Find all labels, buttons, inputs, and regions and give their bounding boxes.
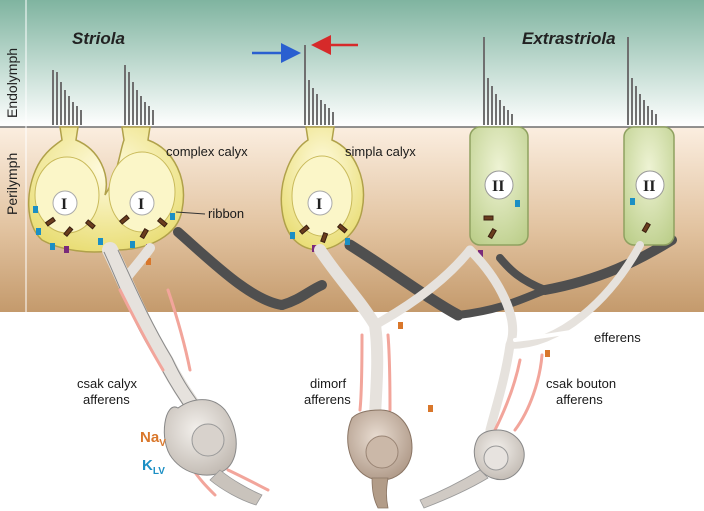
soma-bouton-only: [419, 429, 525, 509]
dimorph-label-1: dimorf: [310, 376, 347, 391]
type-one-label-2: I: [138, 196, 144, 213]
bouton-only-label-1: csak bouton: [546, 376, 616, 391]
ribbon-synapses: [44, 214, 651, 244]
ribbon-label: ribbon: [208, 206, 244, 221]
type-one-label-3: I: [316, 196, 322, 213]
afferent-fibers: [102, 241, 644, 435]
endolymph-label: Endolymph: [4, 48, 20, 118]
calyx-only-label-2: afferens: [83, 392, 130, 407]
k-channel-label: KLV: [142, 457, 165, 477]
hair-bundle-5: [627, 37, 657, 125]
calyx-only-label-1: csak calyx: [77, 376, 137, 391]
type-two-label-1: II: [492, 178, 504, 195]
ribbon-pointer: [175, 211, 206, 215]
perilymph-label: Perilymph: [4, 153, 20, 215]
na-channel-label: NaV: [140, 429, 166, 449]
hair-bundle-4: [483, 37, 513, 125]
hair-bundle-2: [124, 65, 154, 125]
soma-dimorph: [347, 409, 413, 509]
efferens-label: efferens: [594, 330, 641, 345]
simple-calyx: [280, 126, 365, 251]
type-two-cell-2: [623, 126, 675, 246]
type-two-label-2: II: [643, 178, 655, 195]
soma-calyx-only: [163, 399, 263, 506]
bouton-only-label-2: afferens: [556, 392, 603, 407]
extrastriola-title: Extrastriola: [522, 29, 616, 48]
type-one-label-1: I: [61, 196, 67, 213]
hair-bundle-1: [52, 70, 82, 125]
dimorph-label-2: afferens: [304, 392, 351, 407]
endolymph-region: [0, 0, 704, 127]
complex-calyx: [28, 126, 185, 253]
simpla-calyx-label: simpla calyx: [345, 144, 416, 159]
hair-bundle-3: [304, 45, 334, 125]
complex-calyx-label: complex calyx: [166, 144, 248, 159]
striola-title: Striola: [72, 29, 125, 48]
